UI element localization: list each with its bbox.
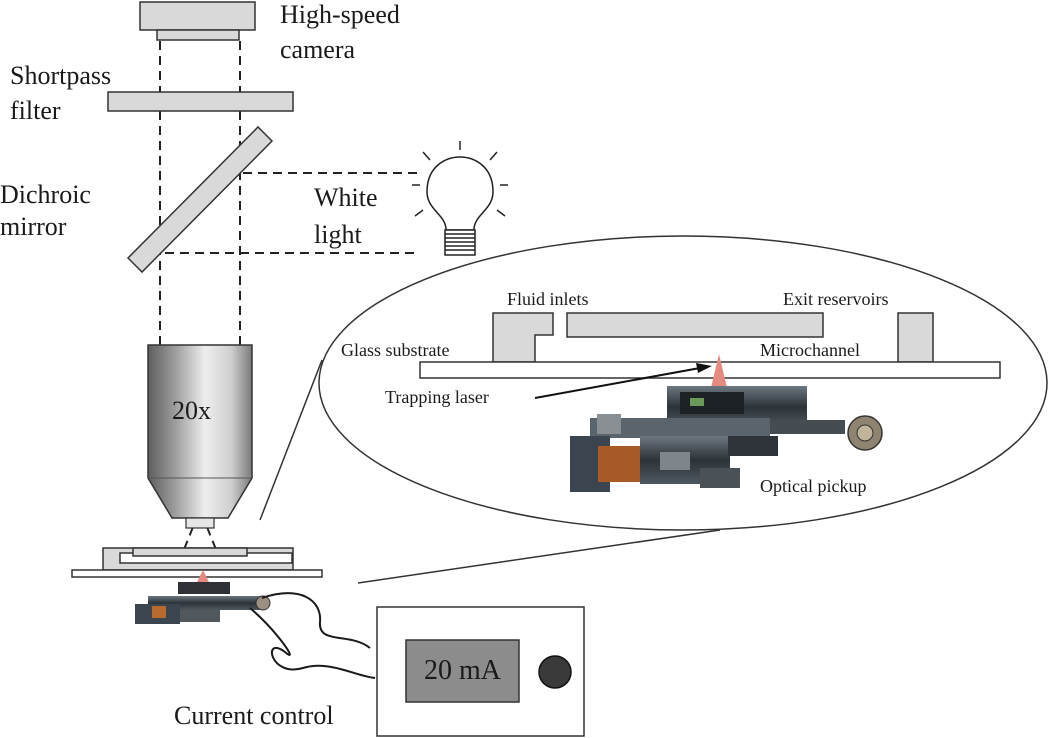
fluid-inlets-label: Fluid inlets — [507, 289, 589, 309]
objective-magnification: 20x — [172, 396, 211, 425]
dichroic-mirror — [126, 125, 274, 274]
exit-channel-block — [566, 312, 824, 338]
exit-reservoir-block — [897, 312, 934, 363]
mirror-label-line2: mirror — [0, 212, 67, 241]
microchannel-label: Microchannel — [760, 340, 860, 360]
current-readout: 20 mA — [424, 655, 501, 686]
exit-reservoirs-label: Exit reservoirs — [783, 289, 889, 309]
objective-lens — [147, 344, 253, 529]
lamp-label-line2: light — [314, 220, 362, 249]
camera-label-line2: camera — [280, 35, 356, 64]
filter-label-line2: filter — [10, 96, 61, 125]
optical-pickup-label: Optical pickup — [760, 476, 867, 496]
camera-label-line1: High-speed — [280, 0, 400, 29]
lamp-label-line1: White — [314, 183, 378, 212]
current-display — [405, 639, 520, 703]
microfluidic-chip — [419, 312, 1001, 379]
shortpass-filter — [107, 91, 294, 112]
current-control-label: Current control — [174, 701, 334, 730]
filter-label-line1: Shortpass — [10, 61, 112, 90]
trapping-laser-label: Trapping laser — [385, 387, 489, 407]
control-knob[interactable] — [538, 655, 572, 689]
inset-view — [259, 235, 1048, 584]
glass-substrate-label: Glass substrate — [341, 340, 450, 360]
sample-stage — [71, 547, 323, 578]
optical-pickup-device — [570, 386, 883, 492]
glass-substrate — [419, 361, 1001, 379]
light-bulb-icon — [412, 141, 508, 256]
small-optical-pickup — [135, 570, 271, 624]
mirror-label-line1: Dichroic — [0, 180, 91, 209]
control-cable — [249, 592, 376, 679]
trapping-laser-beam — [710, 354, 728, 392]
trapping-laser-arrow — [534, 363, 712, 399]
high-speed-camera — [139, 1, 256, 41]
